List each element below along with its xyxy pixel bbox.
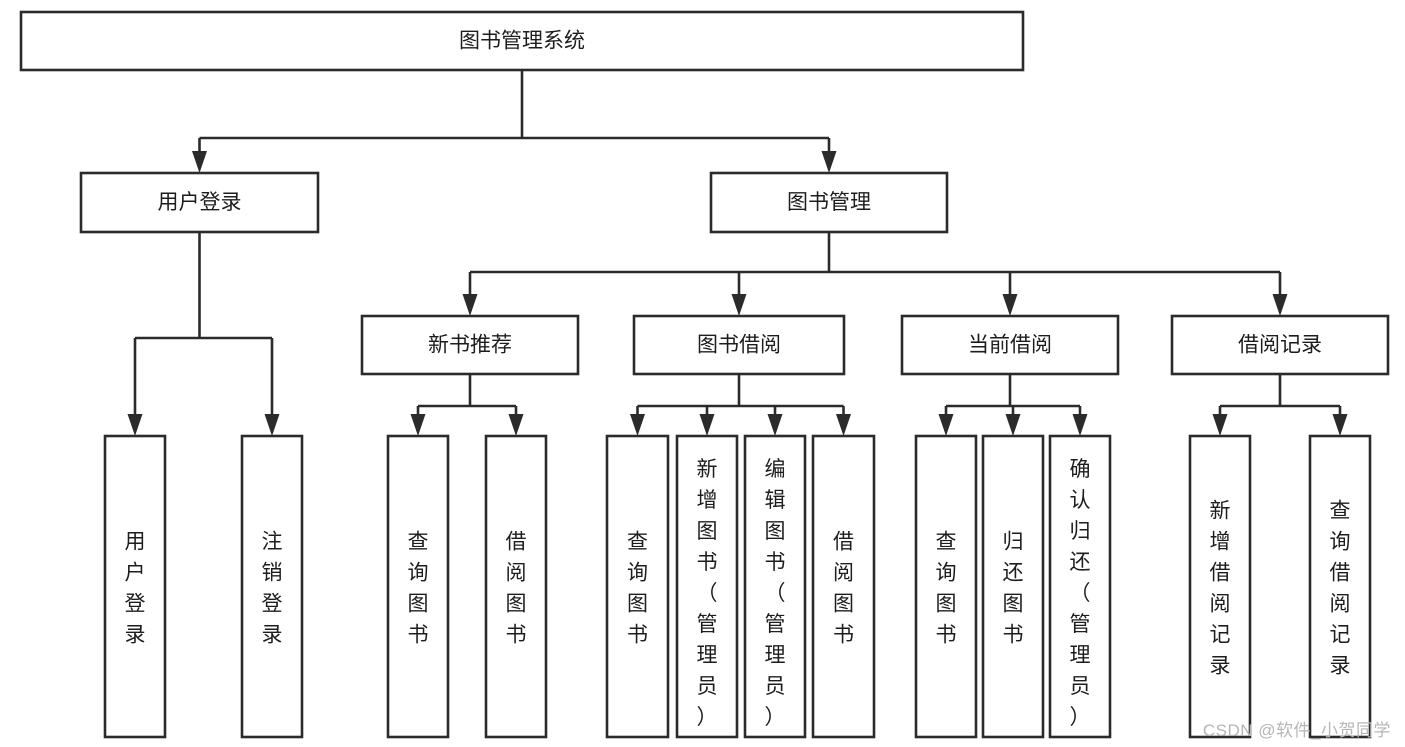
node-label-book-manage: 图书管理 bbox=[787, 191, 871, 214]
node-box-leaf-add-book[interactable] bbox=[675, 434, 739, 739]
node-label-new-book-rec: 新书推荐 bbox=[428, 334, 512, 357]
arrow-head-borrow-record bbox=[1272, 294, 1288, 316]
node-box-book-manage[interactable] bbox=[709, 171, 949, 234]
node-label-leaf-query-book-2: 查询图书 bbox=[627, 531, 648, 647]
node-box-leaf-query-book-3[interactable] bbox=[914, 434, 978, 739]
node-box-leaf-return-book[interactable] bbox=[981, 434, 1045, 739]
node-label-leaf-borrow-book-1: 借阅图书 bbox=[506, 531, 527, 647]
node-box-root[interactable] bbox=[19, 10, 1025, 72]
node-leaf-query-book-1[interactable]: 查询图书 bbox=[386, 434, 450, 739]
node-label-leaf-query-book-1: 查询图书 bbox=[408, 531, 429, 647]
node-box-leaf-user-logout[interactable] bbox=[240, 434, 304, 739]
node-leaf-edit-book[interactable]: 编辑图书（管理员） bbox=[743, 434, 807, 739]
arrow-head-leaf-user-login bbox=[127, 414, 143, 436]
node-label-current-borrow: 当前借阅 bbox=[968, 334, 1052, 357]
csdn-watermark: CSDN @软件_小贺同学 bbox=[1202, 721, 1391, 740]
node-root[interactable]: 图书管理系统 bbox=[19, 10, 1025, 72]
node-label-leaf-add-book: 新增图书（管理员） bbox=[697, 458, 718, 729]
node-leaf-borrow-book-1[interactable]: 借阅图书 bbox=[484, 434, 548, 739]
node-box-leaf-query-record[interactable] bbox=[1308, 434, 1372, 739]
node-box-user-login[interactable] bbox=[79, 171, 320, 234]
arrow-head-user-login bbox=[192, 151, 207, 173]
node-leaf-user-logout[interactable]: 注销登录 bbox=[240, 434, 304, 739]
node-label-root: 图书管理系统 bbox=[459, 30, 585, 53]
connector-layer bbox=[127, 70, 1348, 436]
node-label-leaf-user-logout: 注销登录 bbox=[262, 531, 283, 647]
arrow-head-leaf-query-book-1 bbox=[410, 414, 426, 436]
node-leaf-confirm-return[interactable]: 确认归还（管理员） bbox=[1048, 434, 1112, 739]
arrow-head-leaf-borrow-book-2 bbox=[836, 414, 851, 436]
node-box-book-borrow[interactable] bbox=[632, 314, 846, 376]
node-user-login[interactable]: 用户登录 bbox=[79, 171, 320, 234]
node-label-book-borrow: 图书借阅 bbox=[697, 334, 781, 357]
node-box-borrow-record[interactable] bbox=[1170, 314, 1390, 376]
arrow-head-leaf-return-book bbox=[1005, 414, 1021, 436]
node-book-borrow[interactable]: 图书借阅 bbox=[632, 314, 846, 376]
node-label-leaf-query-record: 查询借阅记录 bbox=[1330, 500, 1351, 678]
node-box-leaf-query-book-2[interactable] bbox=[605, 434, 670, 739]
arrow-head-leaf-query-book-2 bbox=[630, 414, 645, 436]
node-label-user-login: 用户登录 bbox=[158, 191, 242, 214]
node-label-leaf-add-record: 新增借阅记录 bbox=[1210, 500, 1231, 678]
node-leaf-query-book-2[interactable]: 查询图书 bbox=[605, 434, 670, 739]
node-box-leaf-user-login[interactable] bbox=[103, 434, 167, 739]
arrow-head-book-manage bbox=[821, 151, 837, 173]
node-box-leaf-edit-book[interactable] bbox=[743, 434, 807, 739]
arrow-head-leaf-confirm-return bbox=[1072, 414, 1088, 436]
arrow-head-leaf-add-book bbox=[699, 414, 715, 436]
arrow-head-leaf-borrow-book-1 bbox=[508, 414, 524, 436]
node-box-leaf-confirm-return[interactable] bbox=[1048, 434, 1112, 739]
node-borrow-record[interactable]: 借阅记录 bbox=[1170, 314, 1390, 376]
node-new-book-rec[interactable]: 新书推荐 bbox=[360, 314, 580, 376]
node-leaf-return-book[interactable]: 归还图书 bbox=[981, 434, 1045, 739]
node-current-borrow[interactable]: 当前借阅 bbox=[900, 314, 1120, 376]
node-box-new-book-rec[interactable] bbox=[360, 314, 580, 376]
node-label-leaf-query-book-3: 查询图书 bbox=[936, 531, 957, 647]
node-label-leaf-return-book: 归还图书 bbox=[1003, 531, 1024, 647]
node-leaf-query-book-3[interactable]: 查询图书 bbox=[914, 434, 978, 739]
arrow-head-leaf-edit-book bbox=[767, 414, 783, 436]
node-label-leaf-edit-book: 编辑图书（管理员） bbox=[765, 458, 786, 729]
node-box-current-borrow[interactable] bbox=[900, 314, 1120, 376]
node-box-leaf-borrow-book-1[interactable] bbox=[484, 434, 548, 739]
node-box-leaf-query-book-1[interactable] bbox=[386, 434, 450, 739]
arrow-head-leaf-query-book-3 bbox=[938, 414, 954, 436]
node-layer: 图书管理系统用户登录图书管理新书推荐图书借阅当前借阅借阅记录用户登录注销登录查询… bbox=[19, 10, 1390, 739]
arrow-head-leaf-add-record bbox=[1212, 414, 1228, 436]
node-label-leaf-user-login: 用户登录 bbox=[125, 531, 146, 647]
node-box-leaf-add-record[interactable] bbox=[1188, 434, 1252, 739]
node-box-leaf-borrow-book-2[interactable] bbox=[811, 434, 876, 739]
node-leaf-query-record[interactable]: 查询借阅记录 bbox=[1308, 434, 1372, 739]
node-label-leaf-borrow-book-2: 借阅图书 bbox=[833, 531, 854, 647]
arrow-head-book-borrow bbox=[731, 294, 747, 316]
node-leaf-add-book[interactable]: 新增图书（管理员） bbox=[675, 434, 739, 739]
arrow-head-leaf-query-record bbox=[1332, 414, 1348, 436]
node-leaf-add-record[interactable]: 新增借阅记录 bbox=[1188, 434, 1252, 739]
node-leaf-user-login[interactable]: 用户登录 bbox=[103, 434, 167, 739]
node-leaf-borrow-book-2[interactable]: 借阅图书 bbox=[811, 434, 876, 739]
arrow-head-new-book-rec bbox=[462, 294, 478, 316]
arrow-head-current-borrow bbox=[1002, 294, 1018, 316]
node-label-leaf-confirm-return: 确认归还（管理员） bbox=[1070, 458, 1091, 729]
node-book-manage[interactable]: 图书管理 bbox=[709, 171, 949, 234]
node-label-borrow-record: 借阅记录 bbox=[1238, 334, 1322, 357]
arrow-head-leaf-user-logout bbox=[264, 414, 280, 436]
